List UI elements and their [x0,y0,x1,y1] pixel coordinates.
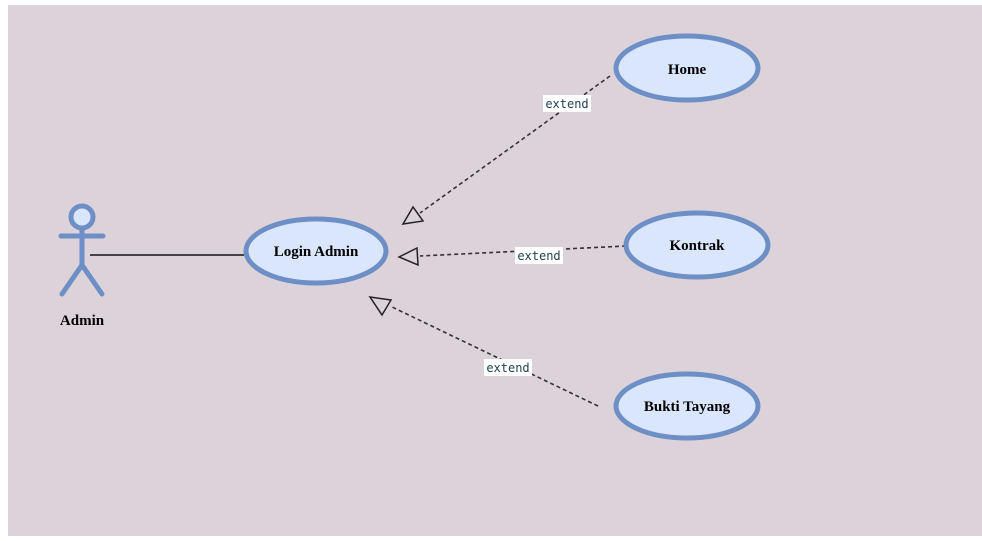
usecase-ellipse [613,33,761,103]
usecase-label: Home [668,62,707,78]
usecase-ellipse [613,371,761,441]
extend-arrowhead-kontrak [397,246,419,267]
extend-arrowhead-home [401,205,425,225]
diagram-background [8,5,982,536]
extend-relation-home: extend [401,75,611,225]
extend-relation-bukti-tayang: extend [368,296,599,407]
extend-label-bg-home [543,95,591,112]
extend-label-bukti-tayang: extend [486,361,529,375]
usecase-bukti-tayang[interactable]: Bukti Tayang [613,371,761,441]
usecase-ellipse [623,210,771,280]
actor-label: Admin [60,313,105,329]
usecase-login-admin[interactable]: Login Admin [243,216,389,286]
extend-line-bukti-tayang [389,305,599,407]
usecase-home[interactable]: Home [613,33,761,103]
extend-label-bg-bukti-tayang [484,359,532,376]
extend-line-kontrak [419,245,627,257]
usecase-ellipse [243,216,389,286]
extend-label-bg-kontrak [515,247,563,264]
usecase-kontrak[interactable]: Kontrak [623,210,771,280]
usecase-label: Bukti Tayang [644,399,731,415]
extend-label-home: extend [545,97,588,111]
extend-relation-kontrak: extend [397,245,627,267]
actor-admin[interactable]: Admin [58,203,106,329]
usecase-label: Kontrak [669,238,725,254]
usecase-label: Login Admin [274,244,359,260]
extend-label-kontrak: extend [517,249,560,263]
extend-arrowhead-bukti-tayang [368,296,393,317]
stick-figure-icon [58,203,106,297]
